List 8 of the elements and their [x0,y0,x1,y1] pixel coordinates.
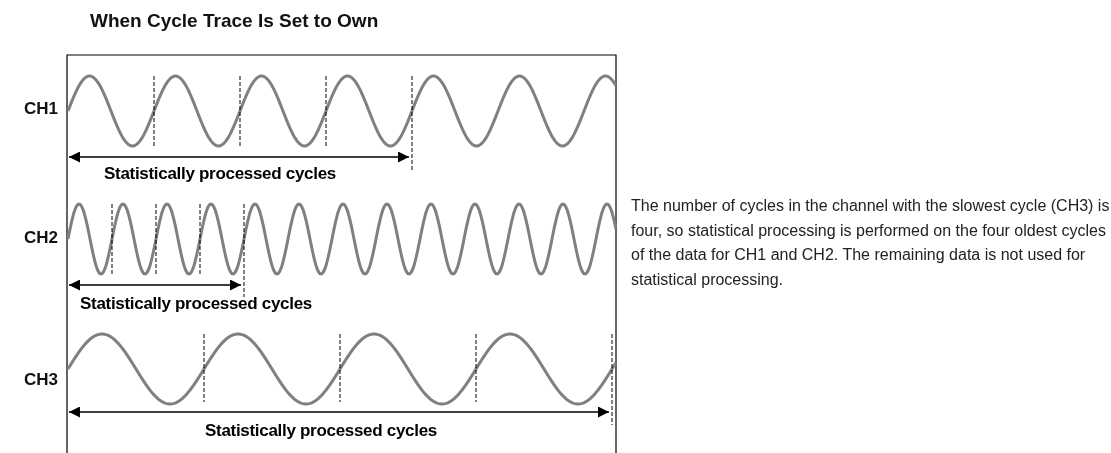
description-text: The number of cycles in the channel with the slowest cycle (CH3) is four, so statistical processing is performed on the four oldest cycles of the data for CH1 and CH2. The remaining data is not used for statistical processing. [631,196,1111,290]
range-label: Statistically processed cycles [80,294,312,314]
range-label: Statistically processed cycles [205,421,437,441]
range-label: Statistically processed cycles [104,164,336,184]
channel-label: CH1 [24,99,58,119]
diagram-title: When Cycle Trace Is Set to Own [90,10,379,32]
channel-label: CH2 [24,228,58,248]
channel-label: CH3 [24,370,58,390]
